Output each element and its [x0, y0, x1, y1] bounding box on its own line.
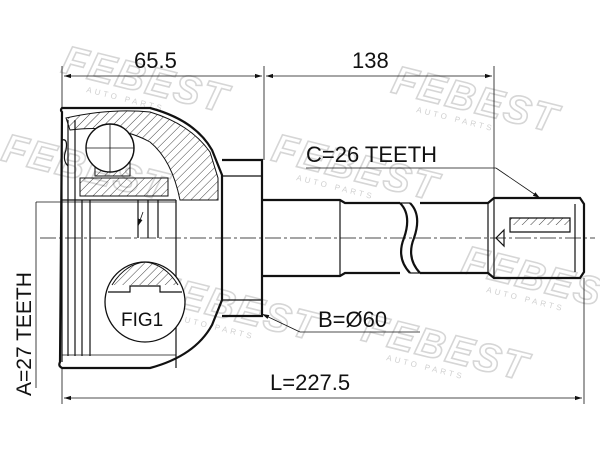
- fig1-label: FIG1: [121, 310, 163, 331]
- inner-spline: [137, 200, 159, 238]
- boot-diameter-label: B=Ø60: [318, 307, 387, 332]
- dim-boot-diameter: B=Ø60: [261, 307, 420, 333]
- neck: [222, 158, 264, 318]
- watermark-brand: FEBEST: [458, 238, 600, 322]
- dim-total-length: L=227.5: [61, 278, 585, 404]
- shaft-length-value: 138: [352, 48, 389, 73]
- watermark-brand: FEBEST: [388, 58, 565, 142]
- dim-housing-length: 65.5: [61, 48, 265, 160]
- housing-section: [61, 110, 219, 201]
- stub-shaft: [262, 196, 586, 280]
- dim-inner-spline: A=27 TEETH: [13, 201, 176, 396]
- housing-length-value: 65.5: [134, 48, 177, 73]
- fig1-detail: FIG1: [104, 261, 186, 343]
- total-length-label: L=227.5: [270, 370, 350, 395]
- dim-outer-spline: C=26 TEETH: [306, 142, 541, 199]
- outer-spline-label: C=26 TEETH: [306, 142, 437, 167]
- inner-spline-label: A=27 TEETH: [13, 272, 36, 396]
- dim-shaft-length: 138: [266, 48, 495, 198]
